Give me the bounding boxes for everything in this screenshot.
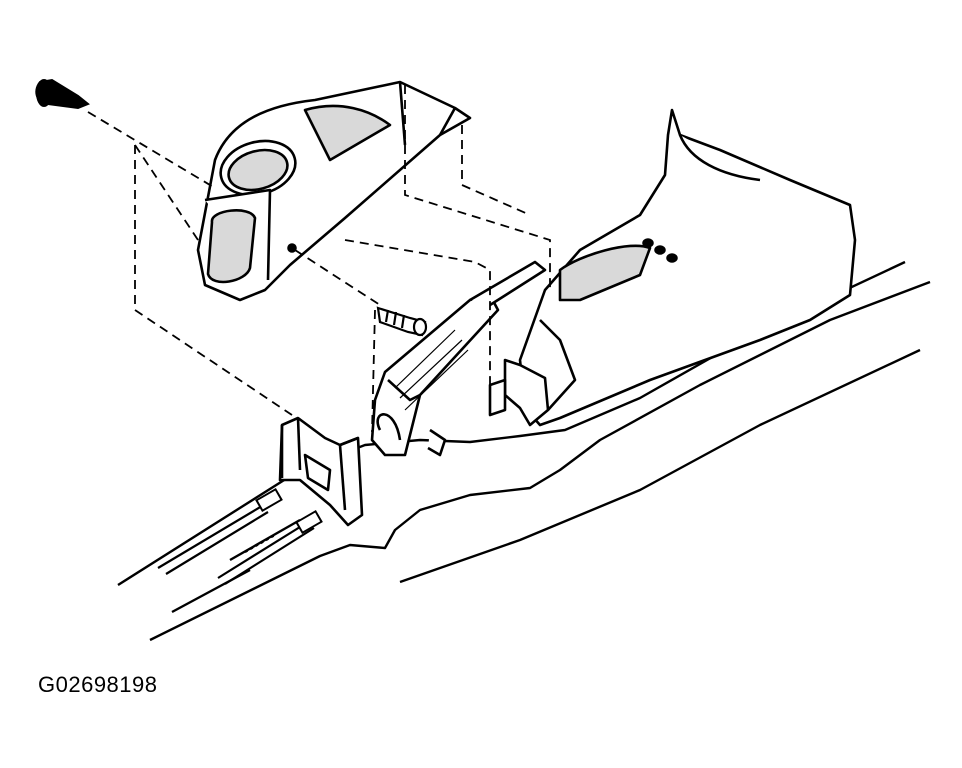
- rear-console-cover: [196, 80, 472, 302]
- front-console: [488, 108, 857, 427]
- lever-grip-shading: [394, 329, 469, 411]
- cable-fitting-right: [295, 509, 323, 535]
- console-screw: [376, 306, 428, 337]
- console-vent-slots: [642, 238, 678, 263]
- brake-cables: [157, 505, 315, 585]
- brake-lever-bracket: [278, 416, 364, 527]
- alignment-leader-lines: [87, 85, 551, 433]
- push-fastener: [35, 78, 90, 110]
- cable-fitting-left: [255, 487, 283, 513]
- figure-id-label: G02698198: [38, 672, 158, 697]
- handbrake-lever: [370, 260, 547, 457]
